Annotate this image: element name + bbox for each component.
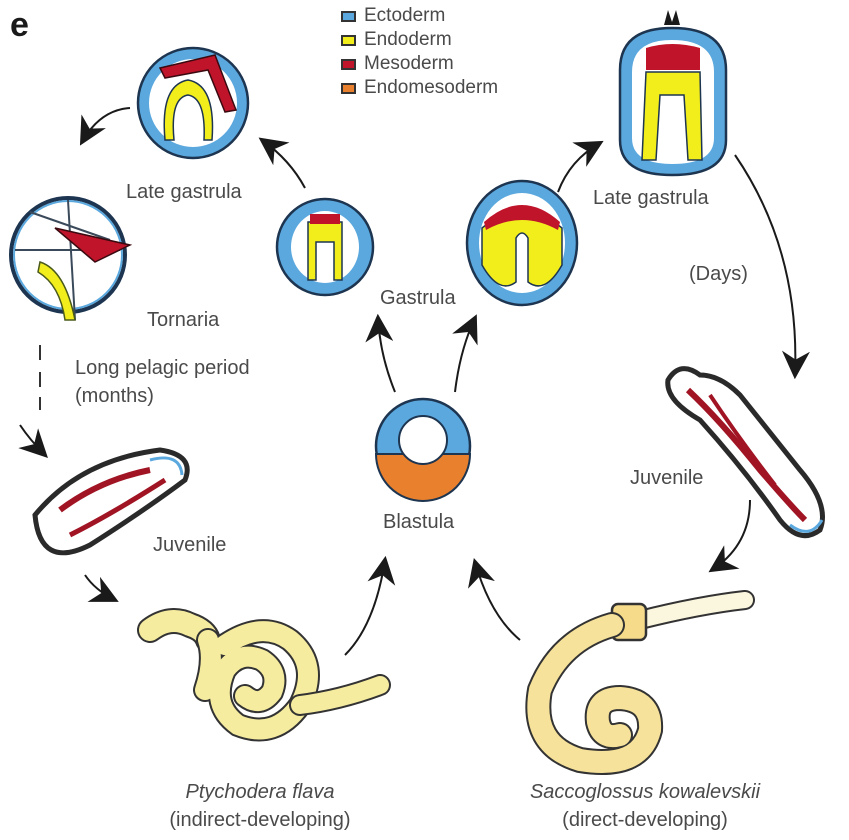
label-long-pelagic-line1: Long pelagic period: [75, 356, 250, 380]
saccoglossus-adult-worm: [538, 600, 745, 762]
arrow-gastrula-to-late-gastrula-left: [262, 140, 305, 188]
gastrula-embryo-left: [277, 199, 373, 295]
ptychodera-adult-worm: [150, 621, 380, 730]
label-gastrula: Gastrula: [380, 286, 456, 310]
arrow-juvenile-to-ptychodera: [85, 575, 115, 600]
late-gastrula-embryo-right: [620, 10, 726, 175]
gastrula-embryo-right: [467, 181, 577, 305]
arrow-ptychodera-to-blastula: [345, 560, 385, 655]
arrow-late-gastrula-to-tornaria: [82, 108, 130, 142]
label-tornaria: Tornaria: [147, 308, 219, 332]
arrow-blastula-to-gastrula-right: [455, 318, 475, 392]
arrow-gastrula-to-late-gastrula-right: [558, 143, 600, 192]
label-days: (Days): [689, 262, 748, 286]
arrow-saccoglossus-to-blastula: [475, 562, 520, 640]
late-gastrula-embryo-left: [138, 48, 248, 158]
label-juvenile-right: Juvenile: [630, 466, 703, 490]
tornaria-larva: [11, 198, 130, 320]
label-species-right-mode: (direct-developing): [490, 808, 800, 832]
label-late-gastrula-left: Late gastrula: [126, 180, 242, 204]
label-species-left-mode: (indirect-developing): [150, 808, 370, 832]
arrow-juvenile-to-saccoglossus: [712, 500, 750, 570]
label-late-gastrula-right: Late gastrula: [593, 186, 709, 210]
arrow-blastula-to-gastrula-left: [378, 318, 395, 392]
label-long-pelagic-line2: (months): [75, 384, 154, 408]
arrow-tornaria-to-juvenile: [20, 425, 45, 455]
label-species-right: Saccoglossus kowalevskii: [490, 780, 800, 804]
label-species-left: Ptychodera flava: [150, 780, 370, 804]
label-blastula: Blastula: [383, 510, 454, 534]
blastula-embryo: [376, 399, 470, 501]
label-juvenile-left: Juvenile: [153, 533, 226, 557]
juvenile-worm-right: [668, 369, 823, 536]
